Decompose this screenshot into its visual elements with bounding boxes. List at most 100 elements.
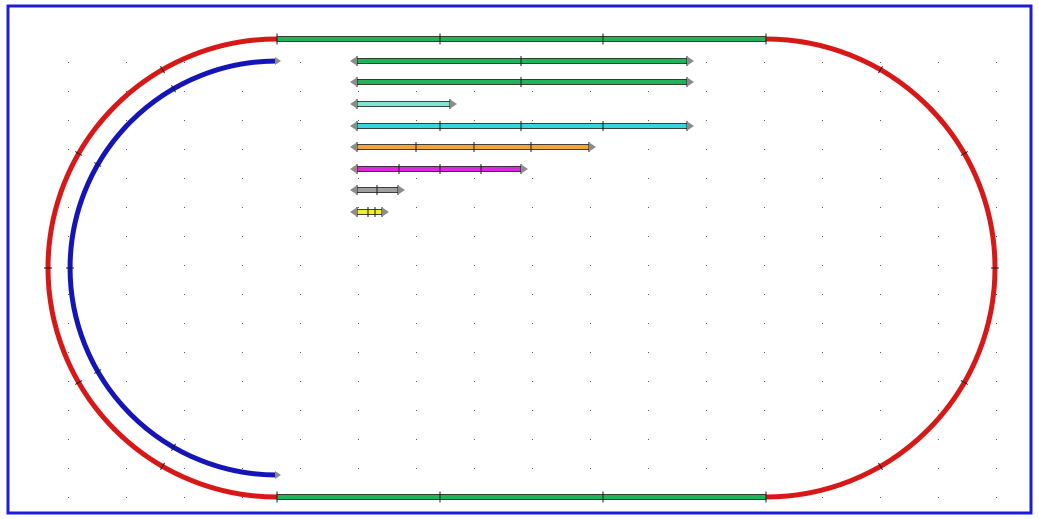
- grid-dot: [416, 178, 417, 179]
- connector-arrow-icon: [451, 100, 457, 108]
- grid-dot: [416, 439, 417, 440]
- grid-dot: [590, 265, 591, 266]
- grid-dot: [358, 178, 359, 179]
- grid-dot: [184, 178, 185, 179]
- straight-segment[interactable]: [276, 494, 767, 500]
- grid-dot: [590, 468, 591, 469]
- grid-dot: [706, 439, 707, 440]
- grid-dot: [184, 149, 185, 150]
- grid-dot: [938, 91, 939, 92]
- grid-dot: [300, 62, 301, 63]
- grid-dot: [648, 236, 649, 237]
- grid-dot: [822, 120, 823, 121]
- grid-dot: [242, 236, 243, 237]
- library-track-body[interactable]: [356, 209, 383, 215]
- grid-dot: [358, 468, 359, 469]
- connector-arrow-icon: [350, 208, 356, 216]
- library-track-body[interactable]: [356, 144, 590, 150]
- outer-top-straight-track[interactable]: [276, 33, 767, 45]
- grid-dot: [764, 381, 765, 382]
- grid-dot: [416, 265, 417, 266]
- grid-dot: [822, 352, 823, 353]
- grid-dot: [242, 439, 243, 440]
- grid-dot: [822, 468, 823, 469]
- grid-dot: [996, 410, 997, 411]
- grid-dot: [880, 265, 881, 266]
- grid-dot: [358, 323, 359, 324]
- grid-dot: [242, 120, 243, 121]
- grid-dot: [126, 120, 127, 121]
- grid-dot: [126, 294, 127, 295]
- library-track-piece[interactable]: [350, 142, 596, 152]
- grid-dot: [996, 381, 997, 382]
- grid-dot: [68, 207, 69, 208]
- grid-dot: [648, 468, 649, 469]
- grid-dot: [938, 323, 939, 324]
- library-track-body[interactable]: [356, 101, 451, 107]
- library-track-piece[interactable]: [350, 121, 694, 131]
- grid-dot: [184, 294, 185, 295]
- library-track-body[interactable]: [356, 123, 688, 129]
- grid-dot: [184, 236, 185, 237]
- grid-dot: [706, 265, 707, 266]
- track-piece-library[interactable]: [350, 56, 694, 217]
- connector-arrow-icon: [350, 143, 356, 151]
- grid-dot: [358, 294, 359, 295]
- grid-dot: [474, 91, 475, 92]
- grid-dot: [590, 439, 591, 440]
- library-track-body[interactable]: [356, 58, 688, 64]
- straight-segment[interactable]: [276, 36, 767, 42]
- grid-dot: [68, 468, 69, 469]
- outer-bottom-straight-track[interactable]: [276, 491, 767, 503]
- connector-arrow-icon: [383, 208, 389, 216]
- grid-dot: [242, 178, 243, 179]
- connector-arrow-icon: [350, 78, 356, 86]
- grid-dot: [938, 497, 939, 498]
- grid-dot: [706, 294, 707, 295]
- library-track-body[interactable]: [356, 79, 688, 85]
- library-track-piece[interactable]: [350, 164, 528, 174]
- layout-border: [6, 4, 1033, 515]
- grid-dot: [706, 323, 707, 324]
- connector-arrow-icon: [688, 78, 694, 86]
- grid-dot: [938, 468, 939, 469]
- grid-dot: [764, 207, 765, 208]
- grid-dot: [996, 91, 997, 92]
- grid-dot: [126, 149, 127, 150]
- grid-dot: [300, 439, 301, 440]
- grid-dot: [822, 236, 823, 237]
- grid-dot: [300, 149, 301, 150]
- grid-dot: [590, 91, 591, 92]
- grid-dot: [300, 120, 301, 121]
- library-track-piece[interactable]: [350, 185, 405, 195]
- grid-dot: [706, 149, 707, 150]
- grid-dot: [358, 91, 359, 92]
- library-track-piece[interactable]: [350, 77, 694, 87]
- grid-dot: [880, 178, 881, 179]
- grid-dot: [822, 381, 823, 382]
- library-track-piece[interactable]: [350, 99, 457, 109]
- grid-dot: [880, 207, 881, 208]
- grid-dot: [532, 410, 533, 411]
- grid-dot: [590, 323, 591, 324]
- grid-dots: [68, 62, 997, 498]
- grid-dot: [184, 323, 185, 324]
- library-track-piece[interactable]: [350, 207, 389, 217]
- grid-dot: [126, 178, 127, 179]
- grid-dot: [300, 352, 301, 353]
- grid-dot: [880, 91, 881, 92]
- curve-joint-marks: [44, 65, 999, 471]
- grid-dot: [68, 323, 69, 324]
- grid-dot: [880, 62, 881, 63]
- grid-dot: [126, 207, 127, 208]
- grid-dot: [68, 62, 69, 63]
- grid-dot: [590, 294, 591, 295]
- grid-dot: [184, 91, 185, 92]
- grid-dot: [300, 468, 301, 469]
- grid-dot: [474, 294, 475, 295]
- grid-dot: [126, 265, 127, 266]
- track-joint-mark: [160, 462, 165, 471]
- library-track-body[interactable]: [356, 166, 522, 172]
- library-track-piece[interactable]: [350, 56, 694, 66]
